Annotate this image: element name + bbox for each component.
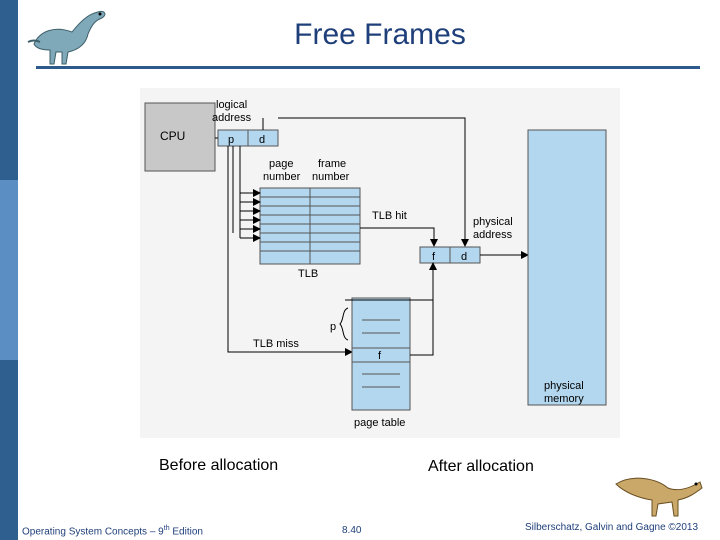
footer-book-prefix: Operating System Concepts – 9 <box>22 526 164 538</box>
footer-authors: Silberschatz, Galvin and Gagne ©2013 <box>525 522 699 533</box>
tlb-label: TLB <box>298 268 318 280</box>
physical-address-label-2: address <box>473 229 513 241</box>
physical-address-label-1: physical <box>473 216 513 228</box>
page-number-label-1: page <box>269 158 293 170</box>
page-table-label: page table <box>354 417 405 429</box>
logical-p-label: p <box>228 134 234 146</box>
footer-page-number: 8.40 <box>342 525 362 536</box>
footer-book-sup: th <box>163 525 170 532</box>
dinosaur-footer-icon <box>615 477 703 517</box>
page-table <box>351 297 411 411</box>
physical-d-label: d <box>461 251 467 263</box>
left-bar-segment <box>0 180 18 360</box>
paging-tlb-diagram: CPU logical address p d page number fram… <box>140 88 620 438</box>
caption-before-allocation: Before allocation <box>159 457 279 474</box>
caption-after-allocation: After allocation <box>428 458 534 475</box>
left-accent-bar <box>0 0 18 540</box>
footer-book-title: Operating System Concepts – 9th Edition <box>22 525 203 537</box>
left-bar-segment <box>0 360 18 540</box>
frame-number-label-2: number <box>312 171 350 183</box>
logical-address-label-1: logical <box>216 99 247 111</box>
tlb-hit-label: TLB hit <box>372 210 407 222</box>
frame-number-label-1: frame <box>318 158 346 170</box>
page-number-label-2: number <box>263 171 301 183</box>
logical-d-label: d <box>259 134 265 146</box>
title-underline <box>36 66 700 69</box>
cpu-box <box>144 102 216 172</box>
physical-f-label: f <box>432 251 436 263</box>
slide-title: Free Frames <box>294 18 466 51</box>
physical-memory <box>527 129 607 406</box>
page-table-f-label: f <box>378 350 382 362</box>
tlb-miss-label: TLB miss <box>253 338 299 350</box>
physical-memory-label-1: physical <box>544 380 584 392</box>
physical-memory-label-2: memory <box>544 393 584 405</box>
footer-book-suffix: Edition <box>169 526 203 538</box>
page-table-p-label: p <box>330 321 336 333</box>
dinosaur-logo-icon <box>27 11 106 65</box>
cpu-label: CPU <box>160 129 185 143</box>
logical-address-label-2: address <box>212 112 252 124</box>
left-bar-segment <box>0 0 18 180</box>
